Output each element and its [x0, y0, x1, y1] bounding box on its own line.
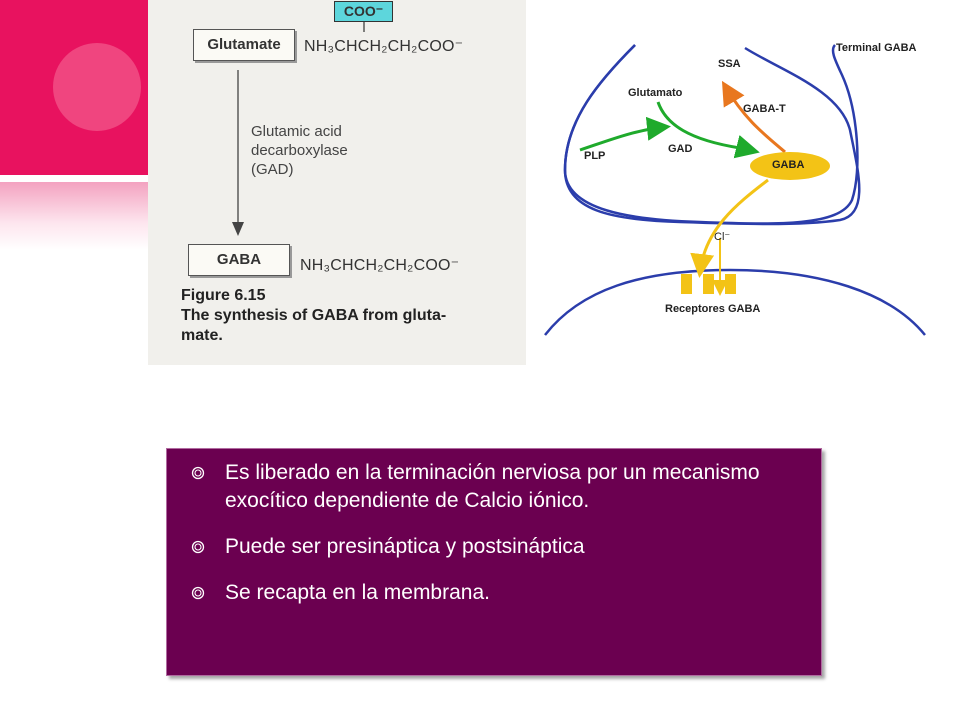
synthesis-arrows [232, 21, 365, 236]
gad-label: GAD [668, 143, 693, 155]
chloride-label: Cl⁻ [714, 231, 731, 243]
bullet-item-1: Es liberado en la terminación nerviosa p… [189, 459, 791, 515]
presynaptic-membrane-right [563, 44, 859, 225]
gaba-synthesis-figure: COO⁻ Glutamate NH₃CHCH₂CH₂COO⁻ Glutamic … [148, 0, 526, 365]
terminal-gaba-label: Terminal GABA [836, 42, 917, 54]
postsynaptic-membrane [544, 268, 926, 336]
caption-line-1: Figure 6.15 [181, 287, 266, 304]
gaba-label: GABA [216, 251, 262, 268]
glutamate-label: Glutamate [207, 36, 281, 53]
glutamate-box: Glutamate [193, 29, 295, 61]
bullet-ring-icon [191, 540, 205, 554]
glutamato-label: Glutamato [628, 87, 683, 99]
decorative-circle [53, 43, 141, 131]
gaba-receptor-1 [681, 274, 692, 294]
decorative-gradient [0, 182, 150, 250]
receptores-gaba-label: Receptores GABA [665, 303, 761, 315]
bullet-panel: Es liberado en la terminación nerviosa p… [166, 448, 822, 676]
caption-line-2: The synthesis of GABA from gluta- [181, 307, 447, 324]
bullet-text-1: Es liberado en la terminación nerviosa p… [225, 461, 760, 512]
bullet-text-2: Puede ser presináptica y postsináptica [225, 535, 585, 558]
gabat-label: GABA-T [743, 103, 786, 115]
plp-label: PLP [584, 150, 606, 162]
bullet-ring-icon [191, 586, 205, 600]
glutamato-arrow [656, 101, 760, 159]
bullet-ring-icon [191, 466, 205, 480]
bullet-item-2: Puede ser presináptica y postsináptica [189, 533, 791, 561]
enzyme-line-1: Glutamic acid [251, 123, 342, 140]
plp-arrow [579, 116, 671, 152]
decorative-divider [0, 175, 150, 179]
gaba-receptor-2 [703, 274, 714, 294]
gaba-formula: NH₃CHCH₂CH₂COO⁻ [300, 257, 460, 274]
reaction-arrow-head [232, 222, 244, 236]
gaba-receptor-3 [725, 274, 736, 294]
bullet-item-3: Se recapta en la membrana. [189, 579, 791, 607]
gaba-vesicle [750, 152, 830, 180]
gaba-vesicle-label: GABA [772, 159, 805, 171]
gaba-release-arrow [690, 178, 769, 278]
enzyme-label: Glutamic acid decarboxylase (GAD) [251, 122, 348, 179]
gaba-box: GABA [188, 244, 290, 276]
terminal-drawing [544, 44, 926, 336]
figure-caption: Figure 6.15 The synthesis of GABA from g… [181, 286, 446, 346]
ssa-label: SSA [718, 58, 741, 70]
gabat-arrow [721, 80, 786, 154]
enzyme-line-3: (GAD) [251, 161, 294, 178]
gaba-terminal-diagram: Terminal GABA SSA Glutamato GABA-T PLP G… [540, 30, 940, 340]
bullet-text-3: Se recapta en la membrana. [225, 581, 490, 604]
glutamate-formula: NH₃CHCH₂CH₂COO⁻ [304, 38, 464, 55]
enzyme-line-2: decarboxylase [251, 142, 348, 159]
caption-line-3: mate. [181, 327, 223, 344]
